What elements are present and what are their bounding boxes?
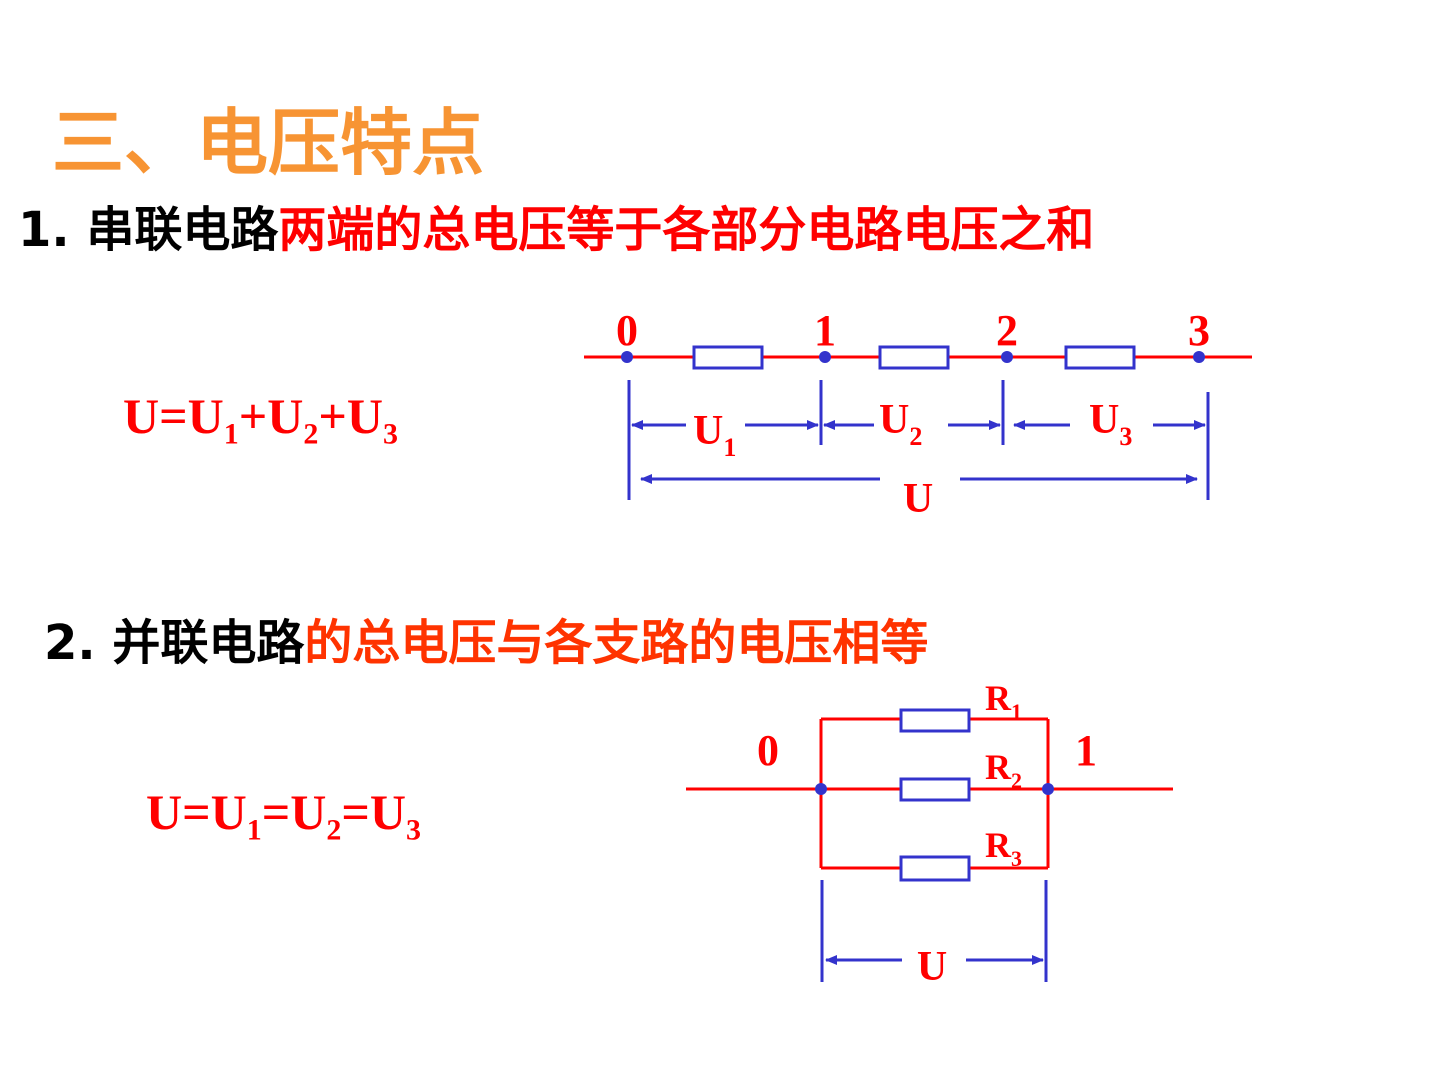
series-statement-number: 1.	[18, 202, 70, 258]
parallel-node-dot	[1042, 783, 1054, 795]
series-resistor	[878, 345, 950, 370]
series-node-label: 2	[996, 306, 1018, 355]
series-node-dot	[1193, 351, 1205, 363]
series-resistor	[1064, 345, 1136, 370]
parallel-node-label: 1	[1075, 726, 1097, 775]
r3-label: R3	[985, 825, 1022, 871]
series-node-label: 0	[616, 306, 638, 355]
parallel-node-dot	[815, 783, 827, 795]
u3-label: U3	[1089, 397, 1132, 451]
slide-title: 三、电压特点	[52, 101, 485, 185]
u-total-label: U	[903, 476, 933, 522]
series-statement-rule: 两端的总电压等于各部分电路电压之和	[278, 202, 1095, 258]
series-node-label: 3	[1188, 306, 1210, 355]
series-node-dot	[621, 351, 633, 363]
parallel-resistor	[899, 855, 971, 882]
parallel-statement-rule: 的总电压与各支路的电压相等	[304, 615, 929, 671]
parallel-circuit: 0 1 R1 R2 R3 U	[686, 678, 1173, 990]
parallel-formula: U=U1=U2=U3	[146, 784, 421, 847]
u2-label: U2	[879, 397, 922, 451]
u1-label: U1	[693, 408, 736, 462]
parallel-resistor	[899, 777, 971, 802]
series-resistor	[692, 345, 764, 370]
parallel-u-label: U	[917, 944, 947, 990]
series-node-dot	[819, 351, 831, 363]
series-statement: 1. 串联电路两端的总电压等于各部分电路电压之和	[18, 190, 1094, 260]
series-circuit: 0 1 2 3 U1 U2 U3 U	[584, 306, 1252, 522]
parallel-statement-subject: 并联电路	[112, 615, 305, 671]
parallel-statement: 2. 并联电路的总电压与各支路的电压相等	[44, 603, 928, 673]
series-node-dot	[1001, 351, 1013, 363]
series-statement-subject: 串联电路	[86, 202, 279, 258]
parallel-resistor	[899, 708, 971, 733]
series-node-label: 1	[814, 306, 836, 355]
parallel-statement-number: 2.	[44, 615, 96, 671]
parallel-node-label: 0	[757, 726, 779, 775]
r1-label: R1	[985, 678, 1022, 724]
series-formula: U=U1+U2+U3	[123, 388, 398, 451]
r2-label: R2	[985, 747, 1022, 793]
